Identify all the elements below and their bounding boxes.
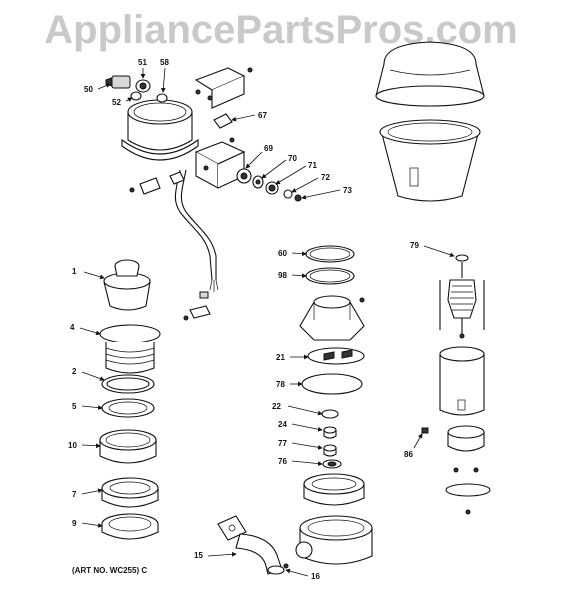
callout-2: 2 (72, 367, 77, 376)
callout-7: 7 (72, 490, 77, 499)
callout-79: 79 (410, 241, 419, 250)
switch-housing-assembly (105, 67, 302, 321)
callout-15: 15 (194, 551, 203, 560)
motor-cover-assembly (375, 41, 485, 202)
callout-98: 98 (278, 271, 287, 280)
callout-69: 69 (264, 144, 273, 153)
callout-70: 70 (288, 154, 297, 163)
callout-5: 5 (72, 402, 77, 411)
callout-52: 52 (112, 98, 121, 107)
callout-21: 21 (276, 353, 285, 362)
callout-67: 67 (258, 111, 267, 120)
callout-10: 10 (68, 441, 77, 450)
callout-77: 77 (278, 439, 287, 448)
callout-78: 78 (276, 380, 285, 389)
callout-72: 72 (321, 173, 330, 182)
callout-50: 50 (84, 85, 93, 94)
callout-4: 4 (70, 323, 75, 332)
callout-73: 73 (343, 186, 352, 195)
callout-60: 60 (278, 249, 287, 258)
callout-51: 51 (138, 58, 147, 67)
callout-9: 9 (72, 519, 77, 528)
grinder-stack (217, 245, 373, 575)
callout-16: 16 (311, 572, 320, 581)
callout-24: 24 (278, 420, 287, 429)
callout-76: 76 (278, 457, 287, 466)
callout-71: 71 (308, 161, 317, 170)
callout-1: 1 (72, 267, 77, 276)
callout-labels: 50 51 52 58 67 69 70 71 72 73 1 4 2 5 10… (68, 58, 455, 581)
callout-86: 86 (404, 450, 413, 459)
callout-58: 58 (160, 58, 169, 67)
motor-assembly (421, 254, 491, 515)
callout-22: 22 (272, 402, 281, 411)
sink-mount-stack (99, 259, 161, 540)
art-number-label: (ART NO. WC255) C (72, 566, 148, 575)
